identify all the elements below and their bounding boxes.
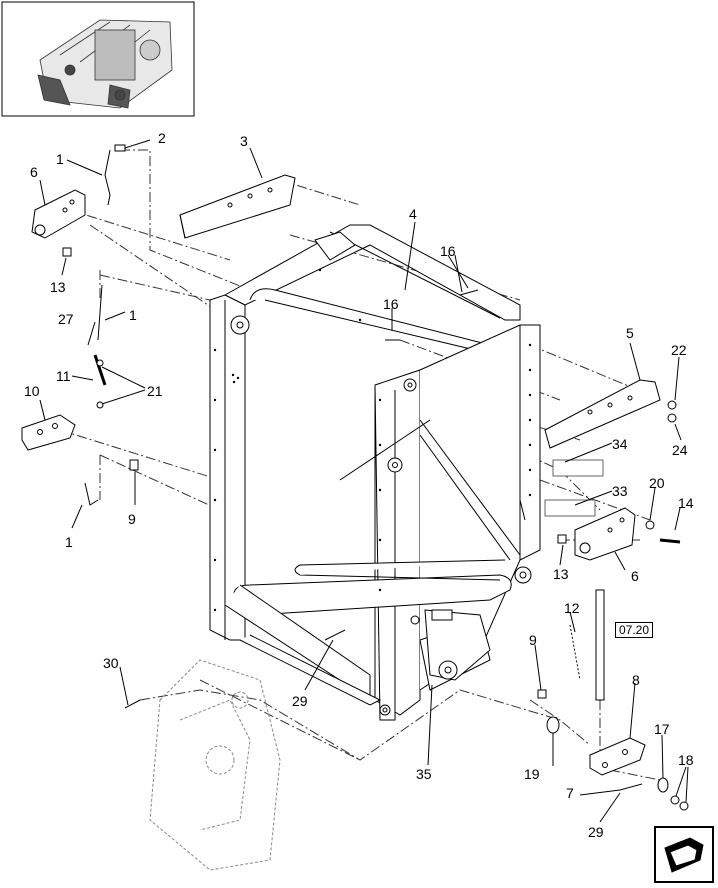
spring-and-rod [569,589,605,701]
callout-30: 30 [103,655,119,671]
callout-1: 1 [56,151,64,167]
next-page-arrow-icon[interactable] [654,826,714,883]
rods [84,149,111,506]
callout-9: 9 [128,511,136,527]
callout-1: 1 [65,534,73,550]
part-10-bracket [21,414,76,451]
callout-6: 6 [30,164,38,180]
part-5-channel [544,379,661,449]
callout-12: 12 [564,600,580,616]
callout-22: 22 [671,342,687,358]
main-frame [209,224,541,721]
leader-lines [39,139,689,823]
callout-18: 18 [678,752,694,768]
callout-1: 1 [129,307,137,323]
ghost-machine-fragment [149,659,281,871]
part-8-bracket [589,737,646,776]
callout-19: 19 [524,766,540,782]
callout-16: 16 [383,296,399,312]
callout-3: 3 [240,133,248,149]
callout-21: 21 [147,383,163,399]
callout-24: 24 [672,442,688,458]
callout-33: 33 [612,483,628,499]
overview-thumbnail [1,1,195,117]
callout-7: 7 [566,785,574,801]
callout-29: 29 [588,824,604,840]
callout-16: 16 [440,243,456,259]
callout-13: 13 [50,279,66,295]
callout-2: 2 [158,130,166,146]
callout-6: 6 [631,568,639,584]
part-6-right-plate [574,507,636,561]
frame-bearings [230,315,532,716]
callout-27: 27 [58,311,74,327]
part-3-channel [179,174,296,239]
callout-11: 11 [56,368,71,384]
callout-5: 5 [626,325,634,341]
reference-box[interactable]: 07.20 [615,622,654,638]
small-parts [62,144,689,811]
callout-9: 9 [529,632,537,648]
callout-10: 10 [24,383,40,399]
callout-4: 4 [409,206,417,222]
callout-13: 13 [553,566,569,582]
callout-35: 35 [416,766,432,782]
frame-holes [213,268,532,612]
callout-17: 17 [654,721,670,737]
part-6-left-plate [31,189,86,239]
callout-20: 20 [649,475,665,491]
callout-34: 34 [612,436,628,452]
callout-14: 14 [678,495,694,511]
callout-29: 29 [292,693,308,709]
callout-8: 8 [632,672,640,688]
